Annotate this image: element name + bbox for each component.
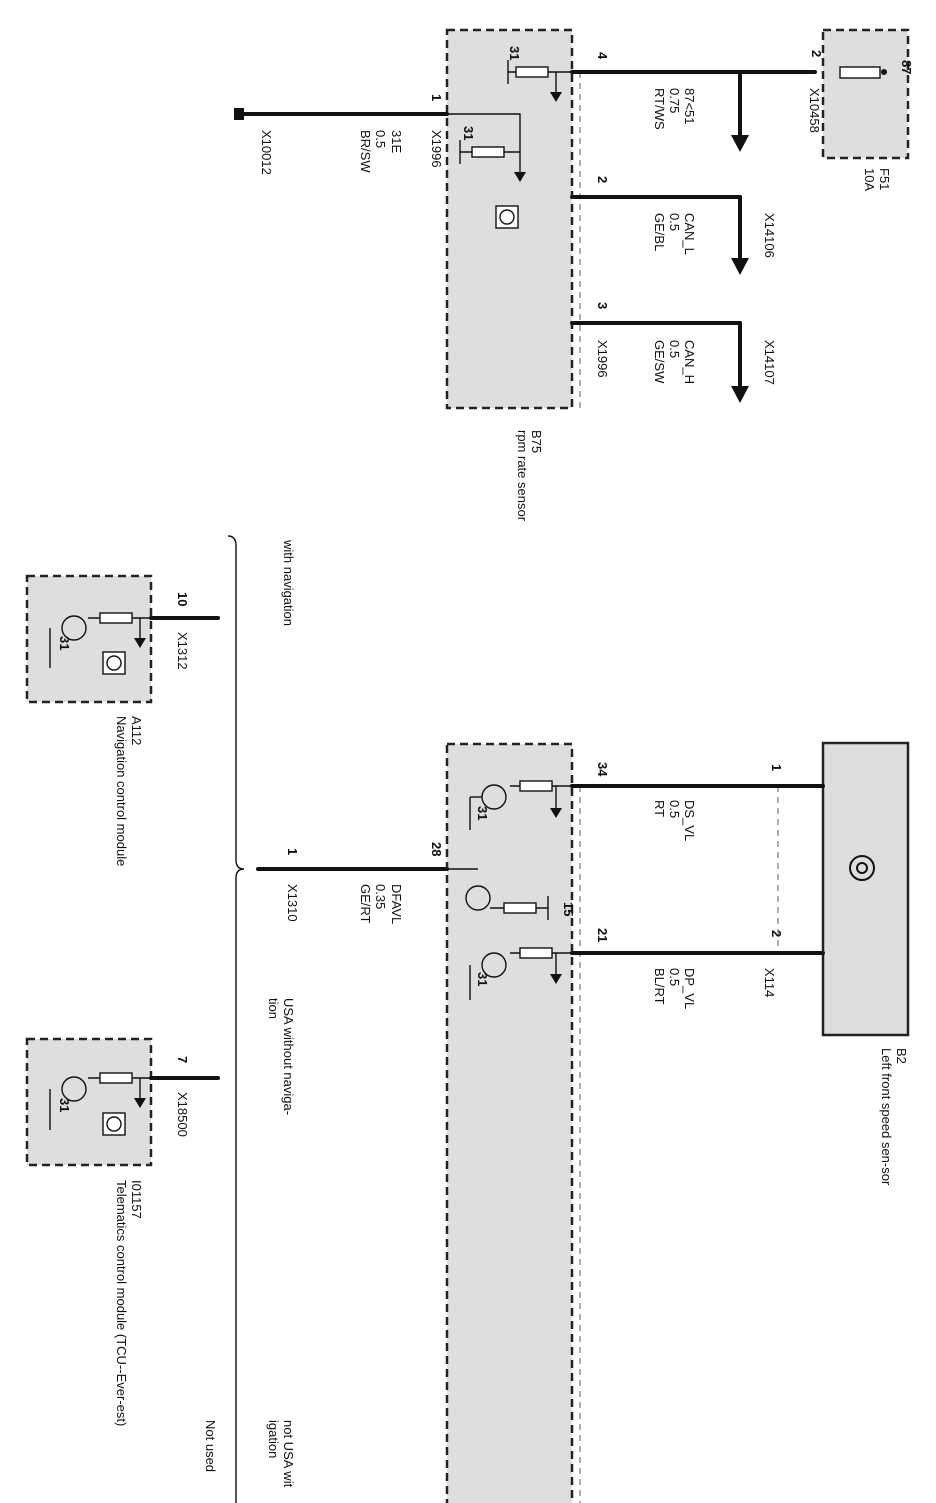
arrow-down-icon — [731, 135, 749, 152]
variant-not-usa-1: not USA wit — [281, 1420, 296, 1488]
pin-gnd-e: 31 — [57, 636, 72, 650]
connector-x1996-top: X1996 — [429, 130, 444, 168]
pin-i01157-7: 7 — [175, 1056, 190, 1063]
transistor-28-icon — [438, 868, 549, 920]
i01157-module-box — [25, 1037, 153, 1167]
transistor-i01157-icon — [49, 1072, 151, 1130]
b2-name: Left front speed sen-sor — [879, 1048, 894, 1186]
control-module-box — [445, 742, 574, 1503]
connector-x10012: X10012 — [259, 130, 274, 175]
connector-x14107: X14107 — [762, 340, 777, 385]
gear-icon — [849, 855, 875, 881]
pin-f51-2: 2 — [809, 50, 824, 57]
pin-b75-4: 4 — [595, 52, 610, 60]
pin-f51-87: 87 — [899, 60, 914, 74]
variant-usa-without-nav-1: USA without naviga- — [281, 998, 296, 1115]
wire-ds-vl-size: 0.5 — [667, 800, 682, 818]
i01157-ref: I01157 — [129, 1180, 144, 1219]
pin-b75-3: 3 — [595, 302, 610, 309]
wire-can-h-size: 0.5 — [667, 340, 682, 358]
f51-fuse-box — [821, 28, 910, 160]
variant-bracket — [227, 535, 245, 1503]
wire-ds-vl-signal: DS_VL — [682, 800, 697, 841]
wire-can-l-color: GE/BL — [652, 213, 667, 251]
connector-x14106: X14106 — [762, 213, 777, 258]
pin-b2-2: 2 — [769, 930, 784, 937]
pin-x1310-1: 1 — [285, 848, 300, 855]
pin-gnd-f: 31 — [57, 1098, 72, 1112]
pin-m-28: 28 — [429, 842, 444, 856]
variant-usa-without-nav-2: tion — [266, 998, 281, 1019]
a112-module-box — [25, 574, 153, 704]
wire-87-51-color: RT/WS — [652, 88, 667, 130]
wire-dp-vl-signal: DP_VL — [682, 968, 697, 1009]
connector-x1312: X1312 — [175, 632, 190, 670]
wire-can-h-signal: CAN_H — [682, 340, 697, 384]
b2-ref: B2 — [894, 1048, 909, 1064]
pin-b75-1: 1 — [429, 94, 444, 101]
wire-31e-signal: 31E — [389, 130, 404, 153]
transistor-34-icon — [469, 780, 572, 830]
f51-name: 10A — [862, 168, 877, 191]
control-unit-icon — [495, 205, 519, 229]
a112-ref: A112 — [129, 716, 144, 745]
arrow-down-icon — [731, 386, 749, 403]
wire-dfavl-color: GE/RT — [358, 884, 373, 924]
wire-dp-vl-color: BL/RT — [652, 968, 667, 1005]
ground-x10012-icon — [234, 108, 244, 120]
wire-31e-size: 0.5 — [373, 130, 388, 148]
b75-resistor-a-icon — [471, 146, 505, 158]
pin-a112-10: 10 — [175, 592, 190, 606]
b75-ref: B75 — [529, 430, 544, 453]
fuse-icon — [839, 66, 881, 79]
arrow-down-icon — [731, 258, 749, 275]
b2-sensor-box — [821, 741, 910, 1037]
wire-dp-vl-size: 0.5 — [667, 968, 682, 986]
arrow-down-icon — [514, 172, 526, 182]
wire-dfavl-signal: DFAVL — [389, 884, 404, 924]
b75-name: rpm rate sensor — [515, 430, 530, 522]
pin-b2-1: 1 — [769, 764, 784, 771]
wire-87-51-size: 0.75 — [667, 88, 682, 113]
wire-can-l-size: 0.5 — [667, 213, 682, 231]
i01157-name: Telematics control module (TCU--Ever-est… — [114, 1180, 129, 1426]
wire-can-l-signal: CAN_L — [682, 213, 697, 255]
pin-gnd-b: 31 — [507, 46, 522, 60]
transistor-21-icon — [469, 947, 572, 1000]
variant-not-usa-2: igation — [266, 1420, 281, 1458]
variant-with-nav: with navigation — [281, 539, 296, 626]
connector-x18500: X18500 — [175, 1092, 190, 1137]
a112-name: Navigation control module — [114, 716, 129, 866]
f51-ref: F51 — [877, 168, 892, 190]
wire-can-h-color: GE/SW — [652, 340, 667, 384]
pin-t15: 15 — [561, 902, 576, 916]
pin-gnd-d: 31 — [475, 972, 490, 986]
variant-not-used: Not used — [203, 1420, 218, 1472]
b75-internal-line — [447, 113, 521, 152]
control-unit-icon — [102, 651, 126, 675]
connector-x10458: X10458 — [807, 88, 822, 133]
connector-x114: X114 — [762, 968, 777, 997]
transistor-a112-icon — [49, 612, 151, 668]
pin-b75-2: 2 — [595, 176, 610, 183]
b75-resistor-b-icon — [515, 66, 549, 78]
wire-31e-color: BR/SW — [358, 130, 373, 173]
pin-m-21: 21 — [595, 928, 610, 942]
wire-87-51-signal: 87<51 — [682, 88, 697, 125]
connector-x1310: X1310 — [285, 884, 300, 922]
pin-gnd-c: 31 — [475, 806, 490, 820]
pin-m-34: 34 — [595, 762, 610, 777]
pin-gnd-a: 31 — [461, 126, 476, 140]
connector-x1996-bottom: X1996 — [595, 340, 610, 378]
control-unit-icon — [102, 1112, 126, 1136]
wire-dfavl-size: 0.35 — [373, 884, 388, 909]
wire-ds-vl-color: RT — [652, 800, 667, 817]
arrow-down-icon — [550, 92, 562, 102]
